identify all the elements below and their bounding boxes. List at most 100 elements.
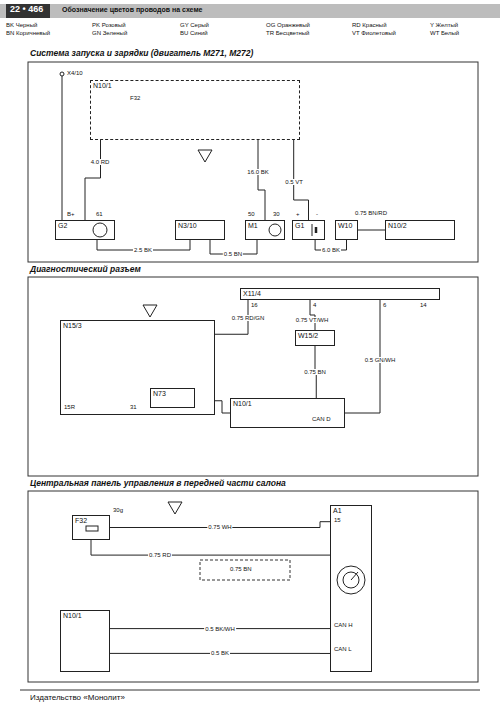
color-code: VT Фиолетовый xyxy=(352,30,396,37)
component-label: N73 xyxy=(151,389,168,399)
component-label: N10/1 xyxy=(91,81,114,91)
wire-code: 0.75 BN xyxy=(303,369,327,375)
header-bar xyxy=(0,4,500,18)
wire-code: 0.5 BK xyxy=(210,650,230,656)
generator-symbol xyxy=(93,223,107,237)
component-box: N15/3N73 xyxy=(60,320,215,415)
component-label: F32 xyxy=(73,516,89,526)
wire-code: 0.75 VT/WH xyxy=(295,317,330,323)
pin-number: 14 xyxy=(420,302,427,309)
color-code: GN Зеленый xyxy=(92,30,127,37)
component-box: N3/10 xyxy=(175,220,225,240)
motor-symbol xyxy=(269,224,281,236)
component-label: N15/3 xyxy=(61,321,84,331)
section-frame xyxy=(28,277,478,476)
pin-label: B+ xyxy=(67,211,75,218)
signal-name: CAN H xyxy=(334,622,353,629)
wire xyxy=(215,401,230,413)
component-label: A1 xyxy=(331,506,344,516)
publisher-footer: Издательство «Монолит» xyxy=(30,694,125,703)
component-box: N10/1 xyxy=(230,398,345,428)
pin-label: 15 xyxy=(334,517,341,524)
pin-label: 30 xyxy=(273,211,280,218)
section-frame xyxy=(28,62,478,262)
wire-code: 0.5 BN xyxy=(223,251,243,257)
legend-heading: Обозначение цветов проводов на схеме xyxy=(62,6,202,14)
wire-code: 0.75 WH xyxy=(207,524,232,530)
gauge-symbol xyxy=(343,572,359,588)
section-frame xyxy=(28,491,478,682)
wire-code: 0.75 BN/RD xyxy=(354,210,388,216)
section-title: Центральная панель управления в передней… xyxy=(30,479,286,488)
section-title: Система запуска и зарядки (двигатель М27… xyxy=(30,49,253,58)
component-label: M1 xyxy=(246,221,260,231)
pin-label: 61 xyxy=(96,211,103,218)
battery-symbol xyxy=(315,227,318,233)
color-code: RD Красный xyxy=(352,22,386,29)
component-box: N10/1 xyxy=(60,610,110,672)
pin-number: 6 xyxy=(383,302,386,309)
wire xyxy=(62,76,63,220)
gauge-symbol xyxy=(337,566,365,594)
component-box: G2 xyxy=(55,220,115,240)
component-box: N10/2 xyxy=(385,220,455,240)
pin-number: 4 xyxy=(313,302,316,309)
component-label: N3/10 xyxy=(176,221,199,231)
component-label: G1 xyxy=(293,221,306,231)
component-label: N10/1 xyxy=(231,399,254,409)
page-number-box xyxy=(6,4,50,18)
component-box: W10 xyxy=(335,220,358,240)
wire-code: 4.0 RD xyxy=(90,159,111,165)
ground-symbol xyxy=(168,502,182,514)
signal-name: CAN D xyxy=(312,416,331,423)
wire-code: 16.0 BK xyxy=(246,169,269,175)
component-label: G2 xyxy=(56,221,69,231)
color-code: OG Оранжевый xyxy=(266,22,310,29)
ground-symbol xyxy=(143,305,157,317)
component-box: X11/4 xyxy=(240,288,440,300)
color-code: PK Розовый xyxy=(92,22,126,29)
wire xyxy=(85,140,101,220)
pin-label: - xyxy=(316,211,318,218)
wire-code: 0.75 RD/GN xyxy=(231,315,266,321)
component-box: F32 xyxy=(72,515,110,540)
component-box: G1 xyxy=(292,220,325,240)
connector-name: X4/10 xyxy=(67,70,83,77)
component-box: W15/2 xyxy=(295,330,335,346)
component-label: W15/2 xyxy=(296,331,320,341)
color-code: GY Серый xyxy=(180,22,209,29)
pin-label: 31 xyxy=(130,404,137,411)
wire xyxy=(91,540,330,555)
component-box: N73 xyxy=(150,388,195,408)
pin-number: 16 xyxy=(251,302,258,309)
signal-name: CAN L xyxy=(334,646,352,653)
color-code: Y Желтый xyxy=(430,22,458,29)
color-code: BK Черный xyxy=(6,22,37,29)
wire-code: 0.5 GN/WH xyxy=(364,357,397,363)
wire xyxy=(258,140,265,220)
component-label: N10/2 xyxy=(386,221,409,231)
component-label: W10 xyxy=(336,221,354,231)
component-label: X11/4 xyxy=(241,289,263,299)
fuse-symbol xyxy=(86,526,98,531)
section-title: Диагностический разъем xyxy=(30,265,141,274)
color-code: TR Бесцветный xyxy=(266,30,309,37)
terminal-symbol xyxy=(60,72,64,76)
footer-rule xyxy=(20,690,480,691)
color-code: BU Синий xyxy=(180,30,208,37)
wire-code: 0.75 BN xyxy=(230,566,252,573)
component-box: M1 xyxy=(245,220,285,240)
wire xyxy=(358,230,385,231)
wire-code: 0.5 BK/WH xyxy=(204,626,236,632)
pin-label: + xyxy=(296,211,300,218)
battery-symbol xyxy=(312,224,313,236)
page-number: 22 • 466 xyxy=(10,5,43,15)
ground-symbol xyxy=(198,150,212,162)
component-box: N10/1 xyxy=(90,80,300,140)
dashed-harness xyxy=(200,560,290,580)
wire-code: 0.5 VT xyxy=(284,179,304,185)
color-code: WT Белый xyxy=(430,30,459,37)
wire-code: 2.5 BK xyxy=(133,247,153,253)
gauge-needle xyxy=(351,572,358,580)
component-label: N10/1 xyxy=(61,611,84,621)
